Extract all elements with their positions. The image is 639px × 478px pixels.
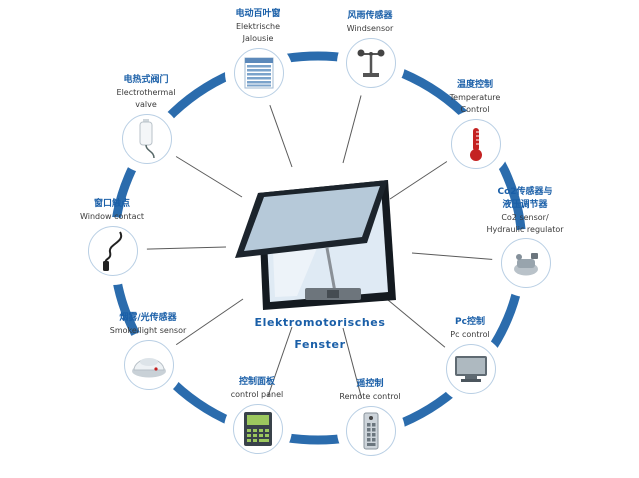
regulator-icon bbox=[514, 253, 538, 276]
label-windsensor: 风雨传感器 Windsensor bbox=[346, 11, 394, 33]
node-pc-control bbox=[446, 344, 496, 394]
label-pc-control: Pc控制 Pc control bbox=[450, 317, 490, 339]
node-smoke-sensor bbox=[124, 340, 174, 390]
label-window-contact: 窗口触点 Window contact bbox=[79, 199, 145, 221]
node-control-panel bbox=[233, 404, 283, 454]
center-title-line1: Elektromotorisches bbox=[254, 316, 386, 329]
label-valve: 电热式阀门 Electrothermal valve bbox=[116, 75, 176, 109]
node-temperature bbox=[451, 119, 501, 169]
awning-window-graphic bbox=[235, 180, 396, 310]
label-co2-regulator: Co2传感器与 液压调节器 Co2 sensor/ Hydraulic regu… bbox=[486, 187, 564, 234]
label-jalousie: 电动百叶窗 Elektrische Jalousie bbox=[235, 9, 281, 43]
window-contact-icon bbox=[103, 231, 123, 271]
label-control-panel: 控制面板 control panel bbox=[230, 377, 284, 399]
node-remote bbox=[346, 406, 396, 456]
monitor-icon bbox=[455, 356, 487, 382]
node-windsensor bbox=[346, 38, 396, 88]
thermometer-icon bbox=[470, 128, 482, 161]
control-panel-icon bbox=[244, 412, 272, 446]
center-title-line2: Fenster bbox=[294, 338, 346, 351]
label-temperature: 温度控制 Temperature Control bbox=[449, 80, 501, 114]
node-co2-regulator bbox=[501, 238, 551, 288]
label-smoke-sensor: 烟雾/光传感器 Smoke/light sensor bbox=[109, 313, 187, 335]
smoke-detector-icon bbox=[132, 358, 166, 378]
wind-sensor-icon bbox=[357, 49, 385, 77]
node-window-contact bbox=[88, 226, 138, 276]
node-jalousie bbox=[234, 48, 284, 98]
center-title: Elektromotorisches Fenster bbox=[220, 312, 420, 356]
label-remote: 遥控制 Remote control bbox=[339, 379, 401, 401]
remote-icon bbox=[363, 412, 379, 450]
blinds-icon bbox=[244, 57, 274, 89]
node-valve bbox=[122, 114, 172, 164]
valve-icon bbox=[139, 119, 155, 159]
